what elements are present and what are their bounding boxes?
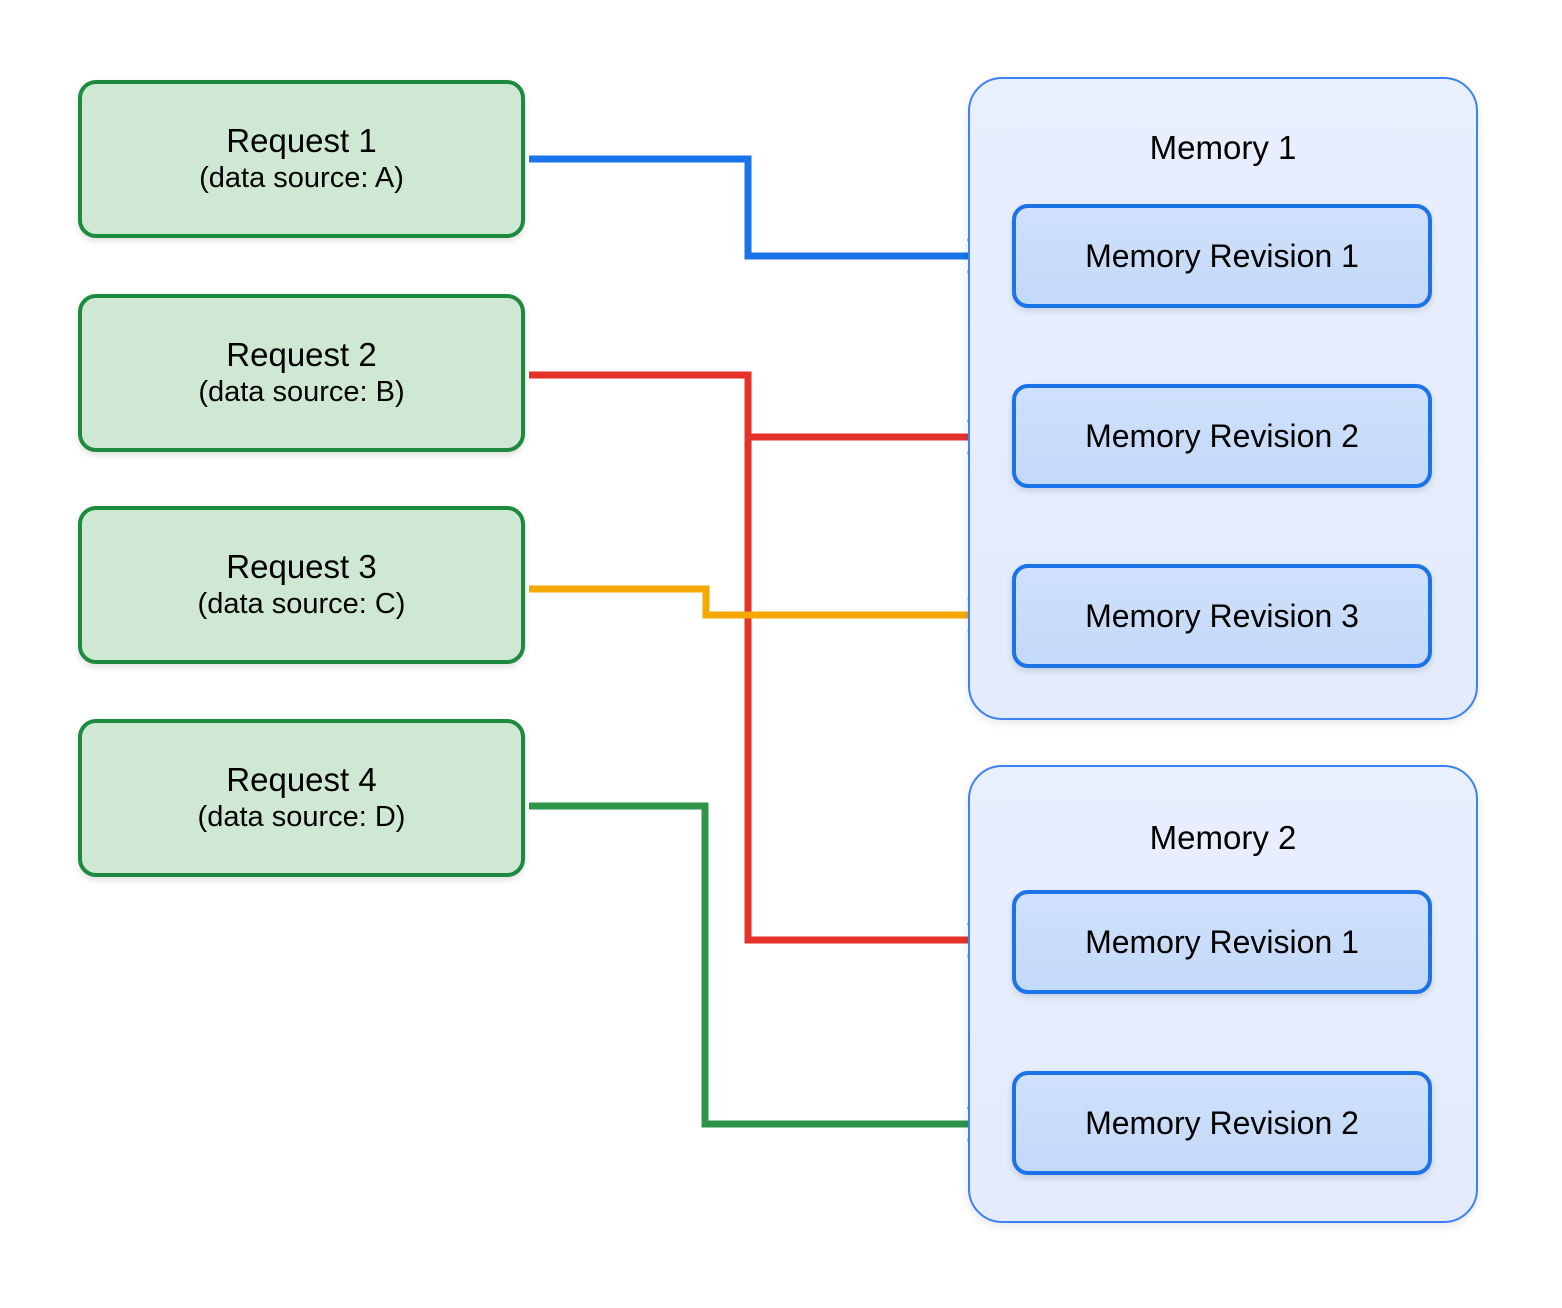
connector-request-4 xyxy=(529,802,985,1128)
request-title: Request 2 xyxy=(226,336,377,374)
request-title: Request 3 xyxy=(226,548,377,586)
memory-1-revision-1[interactable]: Memory Revision 1 xyxy=(1012,204,1432,308)
connector-request-2-branch xyxy=(744,437,985,944)
request-box-4[interactable]: Request 4 (data source: D) xyxy=(78,719,525,877)
request-subtitle: (data source: B) xyxy=(198,376,405,409)
memory-1-revision-3[interactable]: Memory Revision 3 xyxy=(1012,564,1432,668)
request-title: Request 4 xyxy=(226,761,377,799)
revision-label: Memory Revision 2 xyxy=(1085,417,1359,454)
request-subtitle: (data source: A) xyxy=(199,162,404,195)
memory-title: Memory 1 xyxy=(1149,129,1297,166)
memory-title: Memory 2 xyxy=(1149,819,1297,856)
request-box-1[interactable]: Request 1 (data source: A) xyxy=(78,80,525,238)
revision-label: Memory Revision 1 xyxy=(1085,237,1359,274)
revision-label: Memory Revision 2 xyxy=(1085,1104,1359,1141)
request-subtitle: (data source: D) xyxy=(197,801,406,834)
revision-label: Memory Revision 3 xyxy=(1085,597,1359,634)
request-subtitle: (data source: C) xyxy=(197,588,406,621)
memory-2-revision-2[interactable]: Memory Revision 2 xyxy=(1012,1071,1432,1175)
connector-request-3 xyxy=(529,585,985,619)
connector-request-2 xyxy=(529,371,985,441)
connector-request-1 xyxy=(529,155,985,260)
request-box-3[interactable]: Request 3 (data source: C) xyxy=(78,506,525,664)
memory-1-revision-2[interactable]: Memory Revision 2 xyxy=(1012,384,1432,488)
revision-label: Memory Revision 1 xyxy=(1085,923,1359,960)
memory-2-revision-1[interactable]: Memory Revision 1 xyxy=(1012,890,1432,994)
request-box-2[interactable]: Request 2 (data source: B) xyxy=(78,294,525,452)
request-title: Request 1 xyxy=(226,122,377,160)
